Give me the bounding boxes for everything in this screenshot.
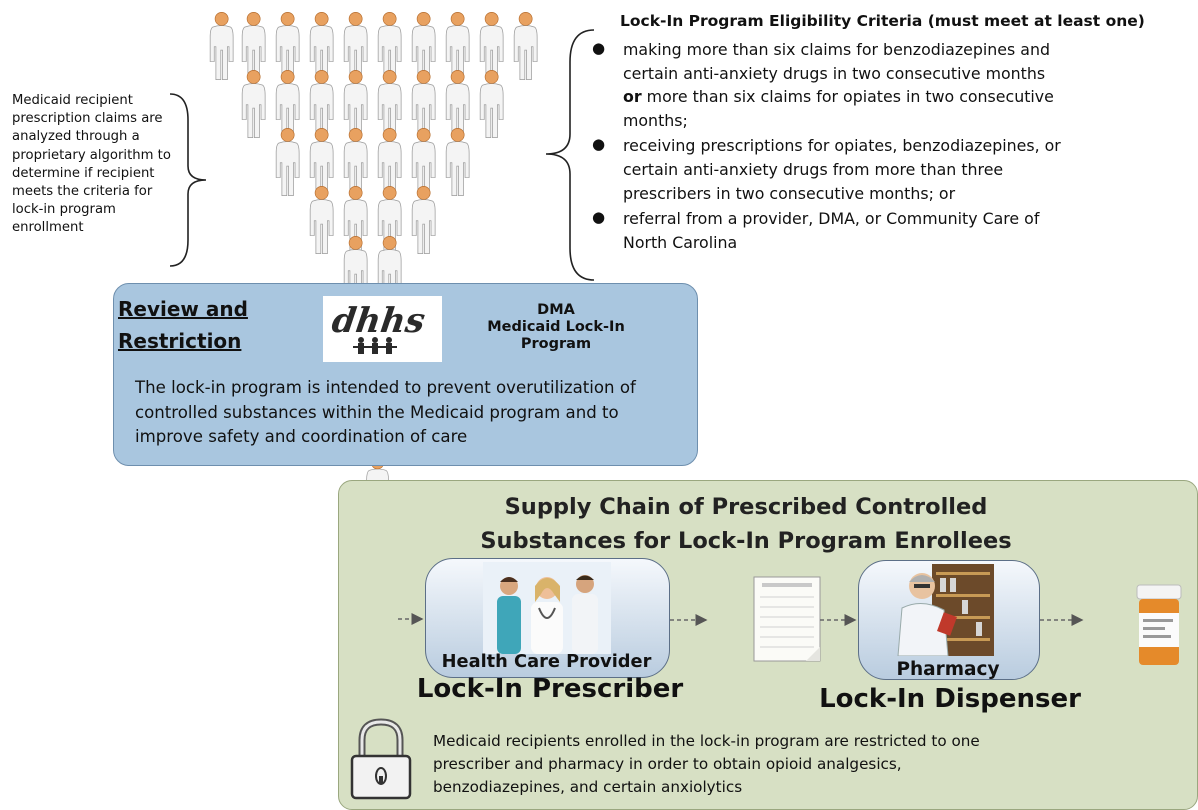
crowd-person <box>275 12 300 80</box>
crowd-person <box>209 12 234 80</box>
criteria-item: ● referral from a provider, DMA, or Comm… <box>592 207 1062 254</box>
review-title-line1: Review and <box>118 297 248 321</box>
criteria-item-text: making more than six claims for benzodia… <box>623 40 1050 83</box>
criteria-item: ● making more than six claims for benzod… <box>592 38 1062 132</box>
bullet-icon: ● <box>592 135 606 154</box>
dispenser-label: Lock-In Dispenser <box>819 684 1081 714</box>
criteria-item: ● receiving prescriptions for opiates, b… <box>592 134 1062 205</box>
crowd-person <box>309 70 334 138</box>
criteria-title: Lock-In Program Eligibility Criteria (mu… <box>620 12 1145 30</box>
crowd-person <box>309 186 334 254</box>
prescriber-label: Lock-In Prescriber <box>416 674 684 704</box>
crowd-person <box>377 70 402 138</box>
crowd-person <box>241 12 266 80</box>
crowd-person <box>479 12 504 80</box>
supply-chain-title-line2: Substances for Lock-In Program Enrollees <box>480 528 1012 554</box>
dhhs-logo: dhhs <box>323 296 442 362</box>
crowd-person <box>411 70 436 138</box>
pharmacist-image <box>897 564 994 656</box>
crowd-person <box>411 12 436 80</box>
criteria-title-main: Lock-In Program Eligibility Criteria <box>620 12 923 30</box>
provider-label: Health Care Provider <box>441 651 652 672</box>
left-brace <box>169 93 207 267</box>
crowd-person <box>343 70 368 138</box>
crowd-person <box>411 186 436 254</box>
bullet-icon: ● <box>592 208 606 227</box>
prescription-paper-image <box>753 576 821 662</box>
dma-program-title: DMA Medicaid Lock-In Program <box>470 302 642 353</box>
pharmacy-label: Pharmacy <box>896 659 1000 680</box>
doctors-image <box>483 562 611 654</box>
svg-text:dhhs: dhhs <box>330 301 428 341</box>
criteria-item-text: referral from a provider, DMA, or Commun… <box>623 209 1040 252</box>
dma-line2: Medicaid Lock-In <box>487 319 625 335</box>
criteria-list: ● making more than six claims for benzod… <box>592 38 1062 254</box>
crowd-person <box>309 12 334 80</box>
review-restriction-title: Review and Restriction <box>118 293 248 357</box>
lock-icon <box>350 718 412 800</box>
crowd-person <box>479 70 504 138</box>
criteria-title-suffix: (must meet at least one) <box>927 12 1145 30</box>
crowd-person <box>445 12 470 80</box>
claims-analysis-note: Medicaid recipient prescription claims a… <box>12 93 171 236</box>
crowd-person <box>275 70 300 138</box>
crowd-person <box>445 70 470 138</box>
dma-line1: DMA <box>537 302 575 318</box>
pill-bottle-image <box>1136 584 1182 665</box>
crowd-person <box>241 70 266 138</box>
crowd-person <box>343 12 368 80</box>
bullet-icon: ● <box>592 39 606 57</box>
crowd-person <box>377 12 402 80</box>
crowd-person <box>513 12 538 80</box>
crowd-person <box>411 128 436 196</box>
supply-chain-title-line1: Supply Chain of Prescribed Controlled <box>504 494 988 520</box>
dma-line3: Program <box>520 336 592 352</box>
crowd-person <box>377 128 402 196</box>
review-description: The lock-in program is intended to preve… <box>135 378 636 446</box>
supply-chain-description: Medicaid recipients enrolled in the lock… <box>433 732 980 796</box>
crowd-person <box>445 128 470 196</box>
criteria-item-text: receiving prescriptions for opiates, ben… <box>623 136 1061 203</box>
crowd-person <box>343 128 368 196</box>
review-title-line2: Restriction <box>118 329 242 353</box>
crowd-person <box>309 128 334 196</box>
review-restriction-panel <box>113 283 698 466</box>
crowd-person <box>275 128 300 196</box>
criteria-item-text-end: more than six claims for opiates in two … <box>623 87 1054 130</box>
supply-chain-title: Supply Chain of Prescribed Controlled Su… <box>440 490 1052 558</box>
right-brace <box>545 29 595 281</box>
criteria-item-emphasis: or <box>623 87 642 107</box>
